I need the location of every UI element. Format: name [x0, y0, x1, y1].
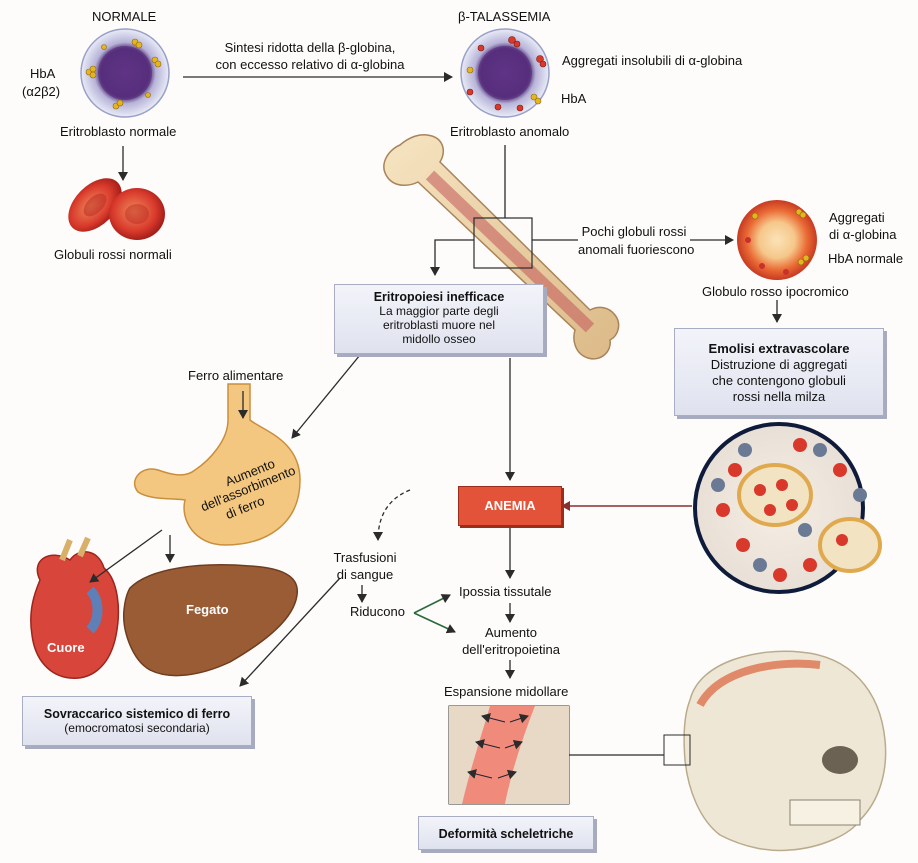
label-aggregati-1: Aggregati [829, 210, 885, 225]
label-fegato: Fegato [186, 602, 229, 617]
label-ipossia: Ipossia tissutale [459, 584, 552, 599]
eritropoiesi-line1: La maggior parte degli [379, 304, 499, 318]
stomach-illustration [133, 383, 301, 546]
emolisi-title: Emolisi extravascolare [708, 341, 850, 356]
label-trasfusioni-2: di sangue [336, 567, 394, 582]
normal-erythroblast [80, 28, 170, 118]
skull-illustration [663, 650, 887, 852]
anemia-label: ANEMIA [484, 498, 536, 513]
label-aggregati-insolubili: Aggregati insolubili di α-globina [562, 53, 743, 68]
deformita-title: Deformità scheletriche [438, 827, 574, 841]
eritropoiesi-title: Eritropoiesi inefficace [373, 290, 505, 304]
heart-illustration [30, 536, 120, 679]
label-epo-2: dell'eritropoietina [462, 642, 560, 657]
label-talassemia: β-TALASSEMIA [458, 9, 551, 24]
reduce-arrows [413, 594, 456, 634]
label-ferro-alimentare: Ferro alimentare [188, 368, 284, 383]
label-sintesi-1: Sintesi ridotta della β-globina, [224, 40, 396, 55]
label-sintesi-2: con eccesso relativo di α-globina [215, 57, 405, 72]
marrow-expansion-inset [448, 705, 570, 805]
label-pochi-1: Pochi globuli rossi [581, 224, 687, 239]
label-trasfusioni-1: Trasfusioni [333, 550, 397, 565]
label-pochi-2: anomali fuoriescono [578, 242, 695, 257]
label-eritroblasto-normale: Eritroblasto normale [60, 124, 177, 139]
label-aggregati-2: di α-globina [829, 227, 897, 242]
abnormal-erythroblast [460, 28, 550, 118]
sovraccarico-box: Sovraccarico sistemico di ferro (emocrom… [22, 696, 252, 746]
label-hba-left: HbA [30, 66, 56, 81]
eritropoiesi-line2: eritroblasti muore nel [382, 318, 496, 332]
label-hba-right: HbA [561, 91, 587, 106]
label-normale: NORMALE [92, 9, 157, 24]
label-eritroblasto-anomalo: Eritroblasto anomalo [450, 124, 570, 139]
spleen-section [693, 422, 882, 594]
hypochromic-red-cell [737, 200, 817, 280]
sovraccarico-line1: (emocromatosi secondaria) [64, 721, 210, 735]
label-riducono: Riducono [350, 604, 405, 619]
emolisi-line1: Distruzione di aggregati [710, 357, 848, 372]
sovraccarico-title: Sovraccarico sistemico di ferro [43, 707, 231, 721]
eritropoiesi-box: Eritropoiesi inefficace La maggior parte… [334, 284, 544, 354]
arrows [89, 72, 782, 756]
liver-illustration [123, 564, 298, 677]
label-hba-formula: (α2β2) [22, 84, 61, 99]
label-globuli-rossi-normali: Globuli rossi normali [54, 247, 172, 262]
label-hba-normale: HbA normale [828, 251, 904, 266]
marrow-highlight-box [473, 217, 533, 269]
label-globulo-ipocromico: Globulo rosso ipocromico [702, 284, 849, 299]
eritropoiesi-line3: midollo osseo [402, 332, 476, 346]
emolisi-line3: rossi nella milza [732, 389, 826, 404]
label-espansione: Espansione midollare [444, 684, 569, 699]
anemia-box: ANEMIA [458, 486, 562, 526]
emolisi-box: Emolisi extravascolare Distruzione di ag… [674, 328, 884, 416]
deformita-box: Deformità scheletriche [418, 816, 594, 850]
label-epo-1: Aumento [484, 625, 538, 640]
normal-red-cells [68, 178, 165, 240]
emolisi-line2: che contengono globuli [712, 373, 846, 388]
label-cuore: Cuore [47, 640, 85, 655]
bone-illustration [383, 133, 620, 360]
